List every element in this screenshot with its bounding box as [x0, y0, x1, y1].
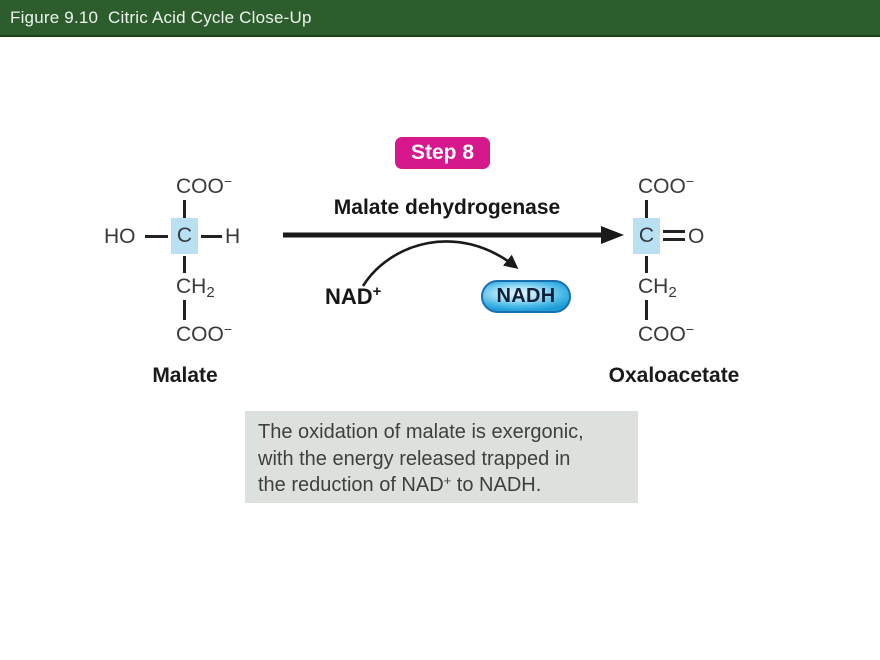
- bond-vertical: [183, 200, 186, 219]
- figure-header-bar: Figure 9.10 Citric Acid Cycle Close-Up: [0, 0, 880, 37]
- oxaloacetate-top-carboxyl: COO−: [638, 173, 695, 198]
- oxaloacetate-bottom-carboxyl: COO−: [638, 321, 695, 346]
- malate-hydrogen: H: [225, 225, 241, 248]
- oxaloacetate-center-carbon: C: [638, 224, 655, 247]
- oxaloacetate-name-label: Oxaloacetate: [608, 364, 740, 387]
- bond-vertical: [183, 256, 186, 273]
- malate-bottom-carboxyl: COO−: [176, 321, 233, 346]
- caption-box: The oxidation of malate is exergonic, wi…: [245, 411, 638, 503]
- malate-hydroxyl: HO: [104, 225, 136, 248]
- malate-center-carbon-highlight: C: [171, 218, 198, 254]
- reaction-arrows-layer: [283, 226, 624, 287]
- malate-top-carboxyl: COO−: [176, 173, 233, 198]
- bond-vertical: [645, 200, 648, 219]
- double-bond-lower: [663, 238, 685, 241]
- bond-vertical: [645, 300, 648, 320]
- oxaloacetate-methylene: CH2: [638, 275, 677, 301]
- nadh-pill: NADH: [481, 280, 571, 313]
- main-reaction-arrow: [283, 226, 624, 244]
- caption-line-3: the reduction of NAD+ to NADH.: [258, 473, 542, 496]
- enzyme-label: Malate dehydrogenase: [333, 196, 561, 219]
- oxaloacetate-center-carbon-highlight: C: [633, 218, 660, 254]
- bond-vertical: [645, 256, 648, 273]
- nadh-label: NADH: [496, 285, 556, 307]
- double-bond-upper: [663, 230, 685, 233]
- step-badge-label: Step 8: [410, 141, 475, 164]
- figure-title: Figure 9.10 Citric Acid Cycle Close-Up: [10, 7, 312, 27]
- cofactor-transfer-arrow: [361, 240, 519, 287]
- malate-center-carbon: C: [176, 224, 193, 247]
- malate-methylene: CH2: [176, 275, 215, 301]
- bond-horizontal: [201, 235, 222, 238]
- step-badge: Step 8: [395, 137, 490, 169]
- nad-plus-label: NAD+: [325, 283, 382, 309]
- caption-line-1: The oxidation of malate is exergonic,: [258, 421, 584, 443]
- bond-vertical: [183, 300, 186, 320]
- bond-horizontal: [145, 235, 168, 238]
- oxaloacetate-oxygen: O: [688, 225, 705, 248]
- caption-line-2: with the energy released trapped in: [258, 447, 571, 470]
- malate-name-label: Malate: [152, 364, 218, 387]
- diagram-stage: Step 8 Malate dehydrogenase COO− HO C H …: [0, 37, 880, 660]
